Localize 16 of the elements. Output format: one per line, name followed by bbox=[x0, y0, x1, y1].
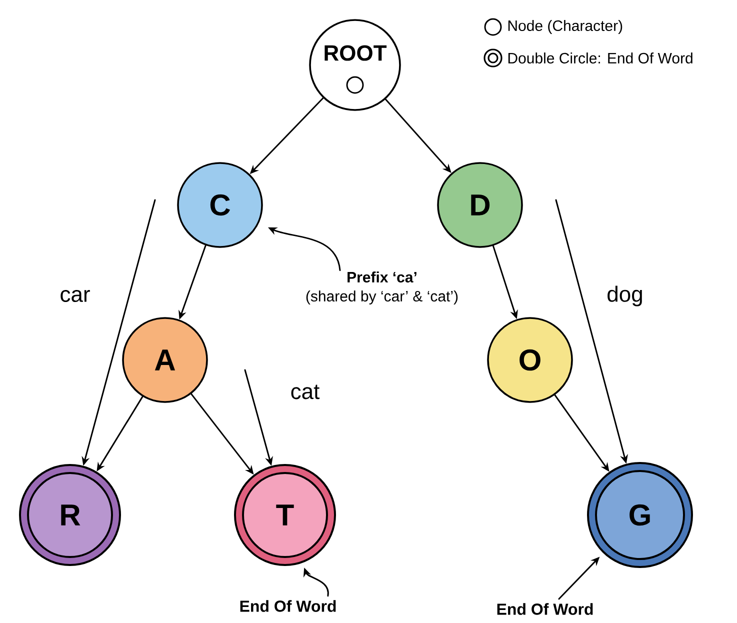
end-of-word-node: R bbox=[19, 464, 121, 566]
edge-label: cat bbox=[291, 384, 320, 400]
legend-text: Double Circle: End Of Word bbox=[508, 52, 692, 64]
edge-label: car bbox=[60, 290, 90, 302]
letter-node: C bbox=[177, 162, 263, 248]
root-node: ROOT bbox=[309, 19, 401, 111]
letter-node: A bbox=[122, 317, 208, 403]
end-of-word-node: T bbox=[234, 464, 336, 566]
annotation-text: Prefix ‘ca’ (shared by ‘car’ & ‘cat’) bbox=[306, 272, 458, 304]
annotation-text: End Of Word bbox=[240, 600, 336, 612]
letter-node: O bbox=[487, 317, 573, 403]
annotation-text: End Of Word bbox=[497, 603, 593, 615]
edge-label: dog bbox=[608, 286, 642, 306]
legend-text: Node (Character) bbox=[508, 20, 622, 34]
letter-node: D bbox=[437, 162, 523, 248]
end-of-word-node: G bbox=[587, 462, 693, 568]
